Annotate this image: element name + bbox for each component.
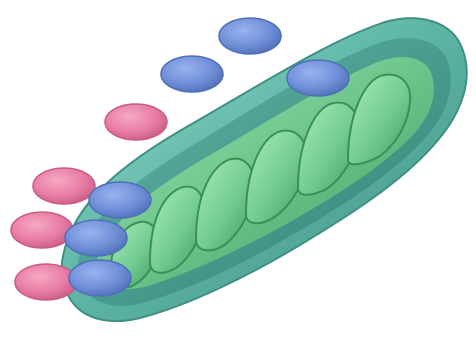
pink-particle	[15, 264, 77, 300]
blue-particle	[161, 56, 223, 92]
pink-particle	[11, 212, 73, 248]
blue-particle	[287, 60, 349, 96]
blue-particle	[219, 18, 281, 54]
pink-particle	[105, 104, 167, 140]
blue-particle	[69, 260, 131, 296]
blue-particle	[65, 220, 127, 256]
blue-particle	[89, 182, 151, 218]
pink-particle	[33, 168, 95, 204]
